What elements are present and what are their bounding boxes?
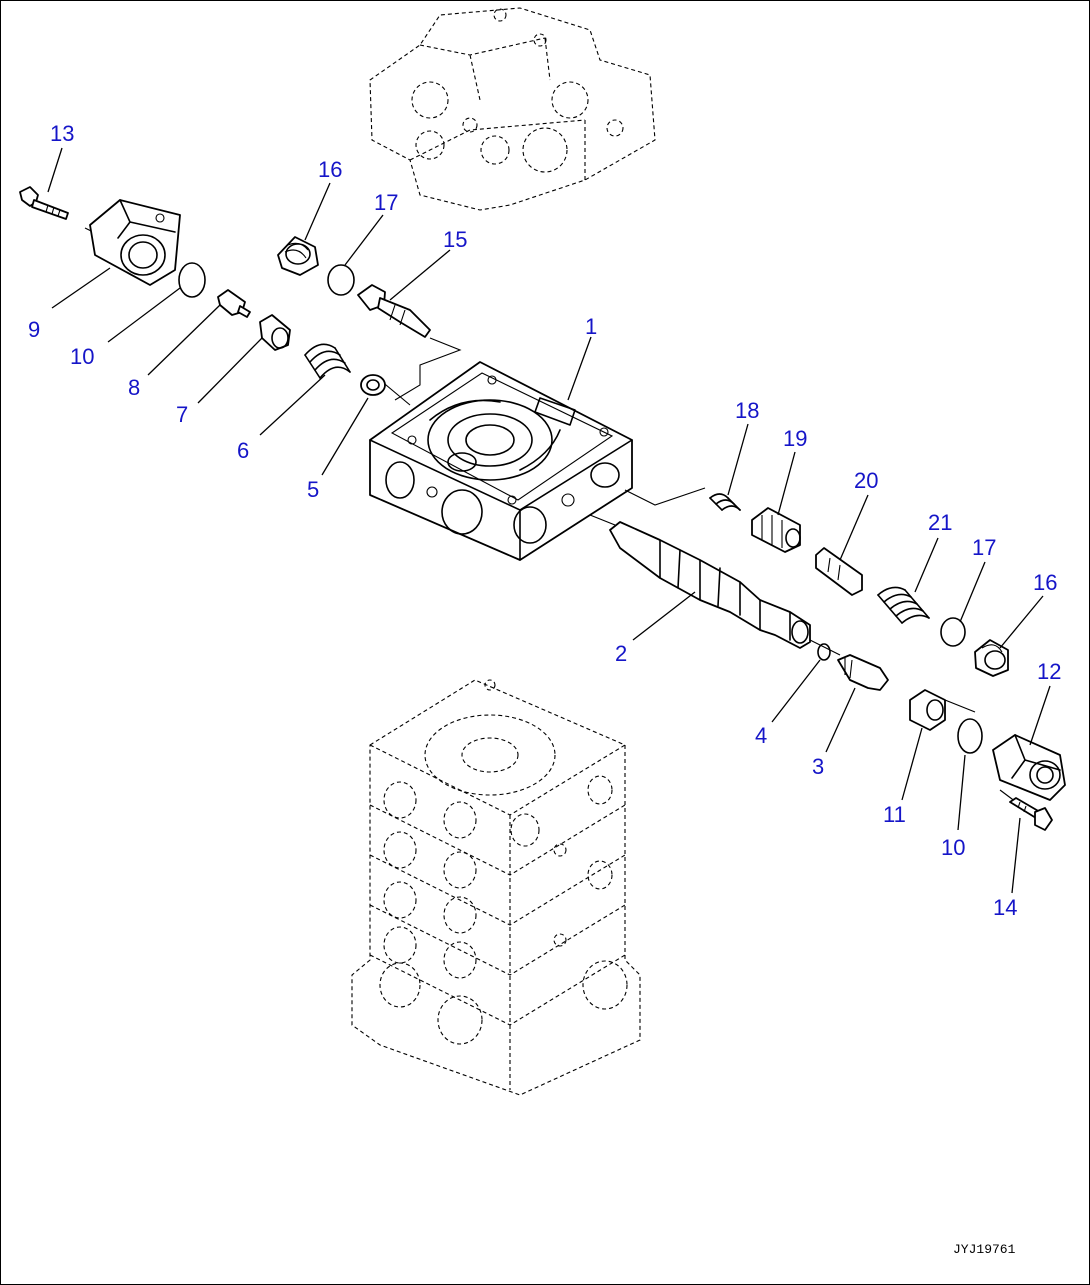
valve-housing	[369, 361, 633, 561]
callout-2: 2	[615, 641, 627, 666]
callout-21: 21	[928, 510, 952, 535]
callout-17-top: 17	[374, 190, 398, 215]
valve-15	[357, 284, 431, 338]
plug-16-top	[277, 236, 319, 276]
callout-7: 7	[176, 402, 188, 427]
lower-valve-stack	[351, 679, 641, 1096]
piston-19	[751, 507, 801, 553]
o-ring-17-right	[940, 617, 966, 647]
spool-2	[609, 521, 811, 649]
callout-14: 14	[993, 895, 1017, 920]
callout-17-right: 17	[972, 535, 996, 560]
cover-9	[89, 199, 181, 286]
callout-3: 3	[812, 754, 824, 779]
piston-11	[909, 689, 946, 731]
bolt-13	[19, 186, 69, 220]
callout-15: 15	[443, 227, 467, 252]
cover-12	[992, 734, 1066, 801]
callout-6: 6	[237, 438, 249, 463]
callout-9: 9	[28, 317, 40, 342]
callout-1: 1	[585, 314, 597, 339]
o-ring-10-right	[957, 718, 983, 754]
callout-labels: 13 9 10 8 7 6 5 16 17 15 1 18 19 20 21 1…	[28, 121, 1061, 920]
plug-7	[259, 314, 291, 351]
valve-3	[837, 654, 889, 691]
washer-5	[360, 374, 386, 396]
o-ring-10-left	[178, 262, 206, 298]
spring-6	[304, 343, 351, 379]
callout-18: 18	[735, 398, 759, 423]
callout-8: 8	[128, 375, 140, 400]
spring-18	[709, 493, 741, 511]
bolt-14	[1009, 797, 1053, 831]
callout-13: 13	[50, 121, 74, 146]
callout-20: 20	[854, 468, 878, 493]
callout-4: 4	[755, 723, 767, 748]
upper-valve-section	[369, 7, 656, 211]
ring-4	[817, 643, 831, 661]
plug-8	[217, 289, 251, 318]
callout-19: 19	[783, 426, 807, 451]
leader-lines	[47, 147, 1051, 894]
pin-20	[815, 547, 863, 596]
o-ring-17-top	[327, 264, 355, 296]
callout-10-right: 10	[941, 835, 965, 860]
drawing-code: JYJ19761	[953, 1242, 1016, 1257]
callout-12: 12	[1037, 659, 1061, 684]
callout-10-left: 10	[70, 344, 94, 369]
callout-5: 5	[307, 477, 319, 502]
spring-21	[877, 586, 930, 624]
callout-16-right: 16	[1033, 570, 1057, 595]
plug-16-right	[974, 639, 1009, 677]
callout-11: 11	[883, 802, 906, 827]
callout-16-top: 16	[318, 157, 342, 182]
